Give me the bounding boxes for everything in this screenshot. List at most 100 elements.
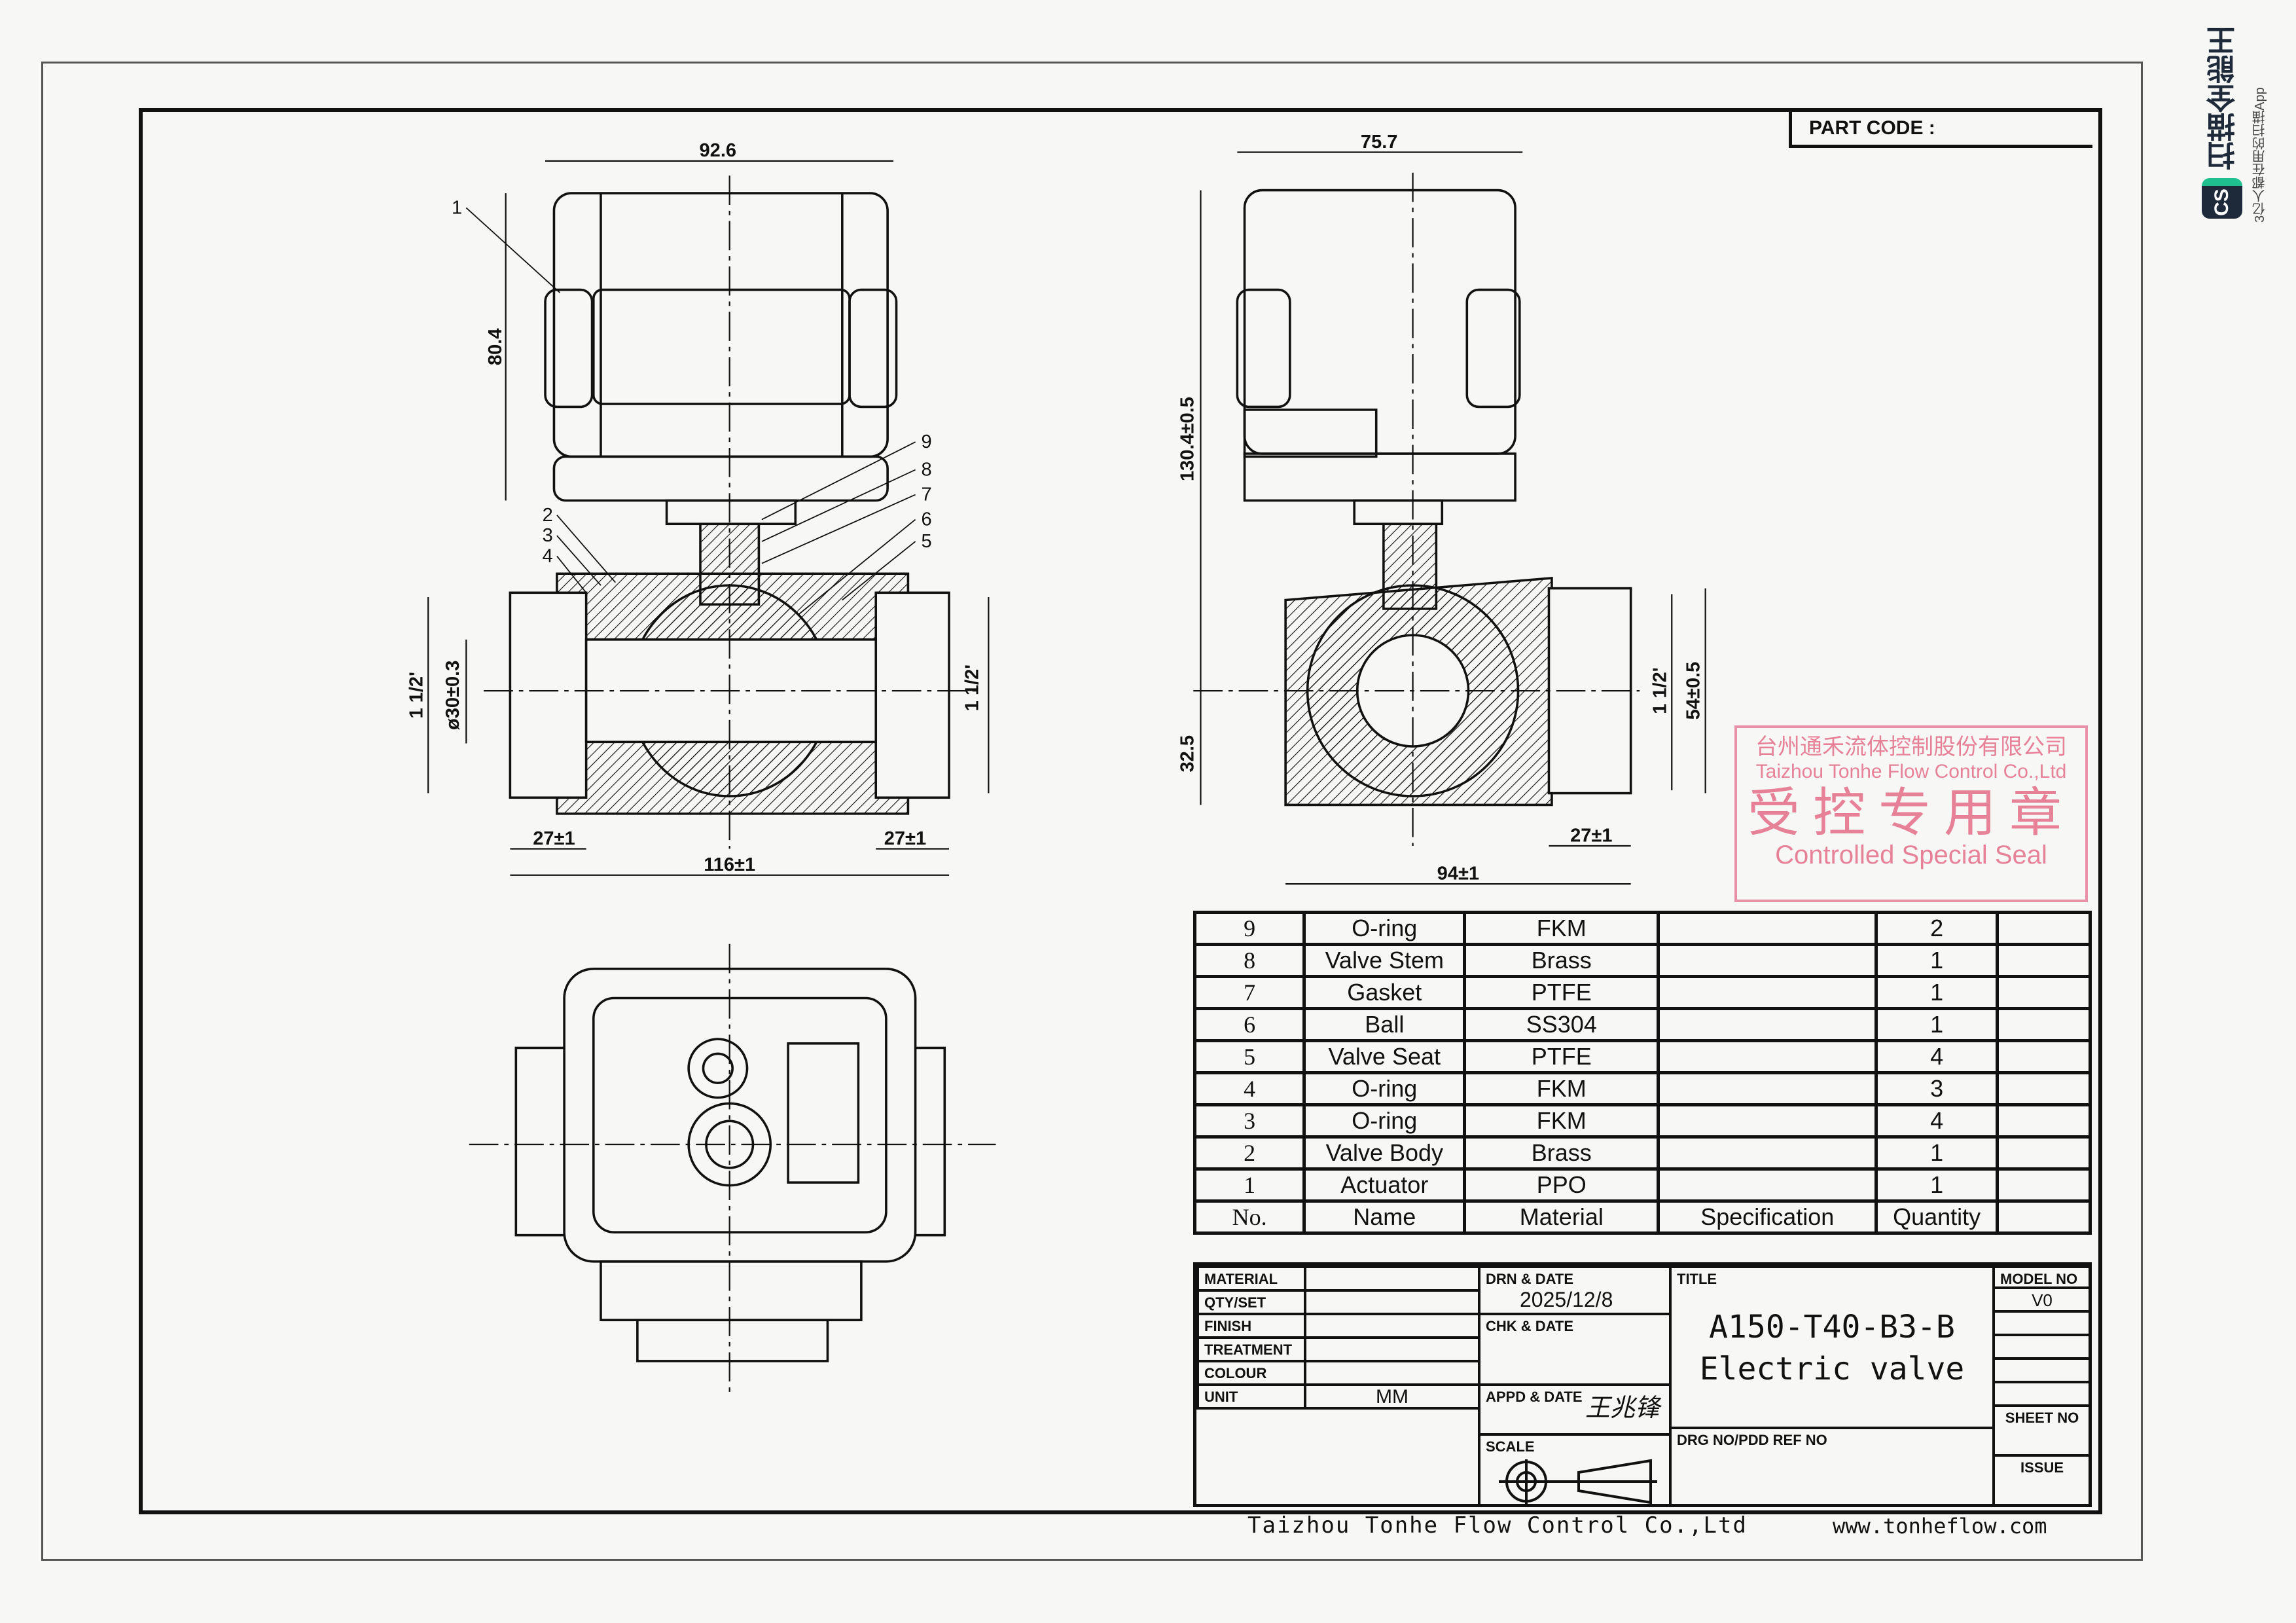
bom-material: SS304 bbox=[1463, 1007, 1660, 1042]
blank-cell bbox=[1992, 1357, 2092, 1383]
label-title: TITLE bbox=[1677, 1271, 1717, 1287]
bom-specification bbox=[1657, 1135, 1878, 1171]
dimension-labels: 92.6 80.4 1 1/2' ø30±0.3 1 1/2' 27±1 27±… bbox=[406, 132, 1704, 884]
title-name: Electric valve bbox=[1699, 1351, 1965, 1387]
appd-date-cell: APPD & DATE 王兆锋 bbox=[1478, 1383, 1672, 1436]
bom-no: 2 bbox=[1193, 1135, 1306, 1171]
bom-no: 4 bbox=[1193, 1071, 1306, 1106]
bom-no: 7 bbox=[1193, 975, 1306, 1010]
dim-side-width: 75.7 bbox=[1361, 132, 1398, 153]
bom-material: PPO bbox=[1463, 1167, 1660, 1203]
model-no-value: V0 bbox=[1992, 1286, 2092, 1313]
bom-quantity: 1 bbox=[1874, 1007, 1999, 1042]
bom-name: Valve Seat bbox=[1302, 1039, 1467, 1074]
bom-no: 6 bbox=[1193, 1007, 1306, 1042]
dim-side-thread: 1 1/2' bbox=[1649, 667, 1670, 714]
drn-date-cell: DRN & DATE 2025/12/8 bbox=[1478, 1266, 1672, 1315]
label-sheet-no: SHEET NO bbox=[1992, 1404, 2092, 1457]
dim-end-left: 27±1 bbox=[533, 828, 575, 849]
header-blank bbox=[1995, 1199, 2092, 1235]
balloon-3: 3 bbox=[543, 525, 553, 546]
title-block: MATERIAL QTY/SET FINISH TREATMENT COLOUR… bbox=[1193, 1262, 2092, 1507]
title-cell: TITLE A150-T40-B3-B Electric valve bbox=[1669, 1266, 1995, 1429]
bom-quantity: 4 bbox=[1874, 1103, 1999, 1139]
front-view bbox=[484, 175, 982, 849]
bom-name: Actuator bbox=[1302, 1167, 1467, 1203]
bom-quantity: 1 bbox=[1874, 975, 1999, 1010]
stamp-cn-title: 受控专用章 bbox=[1748, 782, 2075, 843]
bom-specification bbox=[1657, 1007, 1878, 1042]
bom-name: Valve Stem bbox=[1302, 943, 1467, 978]
header-specification: Specification bbox=[1657, 1199, 1878, 1235]
material-value bbox=[1304, 1266, 1480, 1292]
label-drn-date: DRN & DATE bbox=[1486, 1271, 1574, 1287]
bom-name: O-ring bbox=[1302, 1103, 1467, 1139]
bom-specification bbox=[1657, 1071, 1878, 1106]
bom-material: FKM bbox=[1463, 1071, 1660, 1106]
bom-no: 3 bbox=[1193, 1103, 1306, 1139]
bom-no: 9 bbox=[1193, 911, 1306, 946]
bom-material: PTFE bbox=[1463, 1039, 1660, 1074]
dim-body-length: 116±1 bbox=[704, 854, 755, 875]
bom-specification bbox=[1657, 1167, 1878, 1203]
bom-quantity: 1 bbox=[1874, 1167, 1999, 1203]
bom-material: FKM bbox=[1463, 911, 1660, 946]
dim-total-height: 130.4±0.5 bbox=[1177, 397, 1198, 481]
dim-thread-right: 1 1/2' bbox=[962, 665, 983, 712]
bom-blank bbox=[1995, 1071, 2092, 1106]
stamp-en-company: Taizhou Tonhe Flow Control Co.,Ltd bbox=[1755, 761, 2067, 782]
dim-front-width: 92.6 bbox=[700, 140, 737, 161]
part-balloons: 1 2 3 4 5 6 7 8 9 bbox=[452, 197, 932, 566]
bom-quantity: 3 bbox=[1874, 1071, 1999, 1106]
bom-blank bbox=[1995, 911, 2092, 946]
bom-material: PTFE bbox=[1463, 975, 1660, 1010]
bom-blank bbox=[1995, 1039, 2092, 1074]
label-issue: ISSUE bbox=[1992, 1454, 2092, 1507]
bom-material: FKM bbox=[1463, 1103, 1660, 1139]
watermark-name: 扫描全能王 bbox=[2208, 26, 2240, 170]
bom-blank bbox=[1995, 1135, 2092, 1171]
label-model-no: MODEL NO bbox=[1992, 1266, 2092, 1289]
watermark-tagline: 3亿人都在用的扫描App bbox=[2253, 87, 2267, 223]
dim-side-port: 54±0.5 bbox=[1683, 662, 1704, 720]
controlled-seal-stamp: 台州通禾流体控制股份有限公司 Taizhou Tonhe Flow Contro… bbox=[1734, 725, 2088, 902]
bom-specification bbox=[1657, 1103, 1878, 1139]
side-view bbox=[1193, 172, 1640, 847]
header-no: No. bbox=[1193, 1199, 1306, 1235]
colour-value bbox=[1304, 1360, 1480, 1386]
balloon-2: 2 bbox=[543, 505, 553, 526]
footer-website[interactable]: www.tonheflow.com bbox=[1833, 1514, 2047, 1539]
bom-specification bbox=[1657, 911, 1878, 946]
bom-quantity: 1 bbox=[1874, 943, 1999, 978]
balloon-5: 5 bbox=[922, 531, 932, 552]
balloon-1: 1 bbox=[452, 197, 462, 218]
balloon-9: 9 bbox=[922, 431, 932, 452]
label-unit: UNIT bbox=[1196, 1383, 1306, 1410]
balloon-4: 4 bbox=[543, 545, 553, 566]
finish-value bbox=[1304, 1313, 1480, 1339]
dim-side-end: 27±1 bbox=[1570, 825, 1612, 846]
part-code-box: PART CODE : bbox=[1789, 111, 2092, 148]
bom-header-row: No. Name Material Specification Quantity bbox=[1193, 1199, 2092, 1235]
balloon-8: 8 bbox=[922, 459, 932, 480]
footer-company: Taizhou Tonhe Flow Control Co.,Ltd bbox=[1247, 1512, 1748, 1539]
header-material: Material bbox=[1463, 1199, 1660, 1235]
top-view bbox=[469, 943, 996, 1398]
blank-cell bbox=[1992, 1381, 2092, 1407]
camscanner-logo-icon: CS bbox=[2202, 178, 2242, 219]
bom-specification bbox=[1657, 1039, 1878, 1074]
bom-name: O-ring bbox=[1302, 1071, 1467, 1106]
appd-signature: 王兆锋 bbox=[1585, 1393, 1660, 1422]
bom-name: Gasket bbox=[1302, 975, 1467, 1010]
label-chk-date: CHK & DATE bbox=[1478, 1313, 1672, 1386]
balloon-6: 6 bbox=[922, 509, 932, 530]
stamp-cn-company: 台州通禾流体控制股份有限公司 bbox=[1755, 734, 2067, 760]
bom-no: 5 bbox=[1193, 1039, 1306, 1074]
bom-blank bbox=[1995, 943, 2092, 978]
